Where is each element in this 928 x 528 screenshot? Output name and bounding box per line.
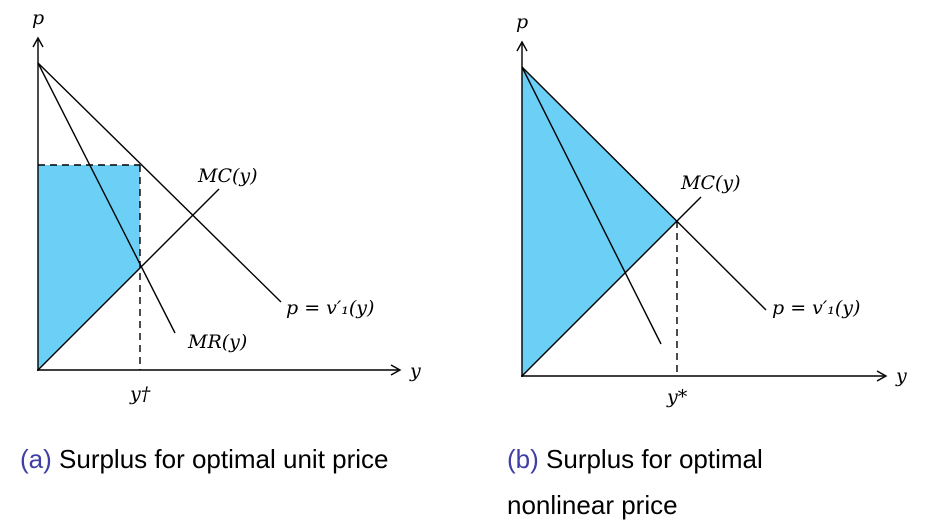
y-axis-arrow bbox=[390, 364, 402, 376]
y-tick-label: y* bbox=[666, 386, 688, 408]
p-axis-arrow bbox=[516, 40, 528, 52]
mc-label: MC(y) bbox=[680, 172, 741, 194]
caption-b-text: Surplus for optimal nonlinear price bbox=[507, 444, 763, 520]
y-axis-arrow bbox=[876, 370, 888, 382]
diagram-a: p y MC(y) p = v′₁(y) MR(y) y† bbox=[32, 7, 421, 405]
p-axis-arrow bbox=[32, 36, 44, 48]
mc-label: MC(y) bbox=[197, 165, 258, 187]
demand-label: p = v′₁(y) bbox=[772, 297, 860, 319]
mr-curve bbox=[37, 62, 176, 334]
mr-curve bbox=[521, 66, 662, 345]
caption-b: (b) Surplus for optimal nonlinear price bbox=[507, 436, 837, 528]
caption-a: (a) Surplus for optimal unit price bbox=[20, 436, 400, 482]
y-tick-label: y† bbox=[129, 383, 151, 405]
caption-a-label: (a) bbox=[20, 444, 52, 474]
caption-a-text: Surplus for optimal unit price bbox=[59, 444, 389, 474]
demand-label: p = v′₁(y) bbox=[286, 297, 374, 319]
panel-a: p y MC(y) p = v′₁(y) MR(y) y† (a) Surplu… bbox=[0, 0, 464, 525]
panel-b: p y MC(y) p = v′₁(y) y* (b) Surplus for … bbox=[464, 0, 928, 525]
surplus-region bbox=[38, 165, 140, 370]
p-axis-label: p bbox=[32, 7, 44, 29]
diagram-b: p y MC(y) p = v′₁(y) y* bbox=[516, 11, 907, 408]
mc-curve bbox=[37, 188, 220, 371]
demand-curve bbox=[37, 62, 282, 303]
mc-curve bbox=[521, 196, 702, 377]
mr-label: MR(y) bbox=[187, 331, 247, 353]
p-axis-label: p bbox=[516, 11, 528, 33]
caption-b-label: (b) bbox=[507, 444, 539, 474]
y-axis-label: y bbox=[895, 365, 907, 387]
demand-curve bbox=[521, 66, 767, 311]
y-axis-label: y bbox=[409, 360, 421, 382]
